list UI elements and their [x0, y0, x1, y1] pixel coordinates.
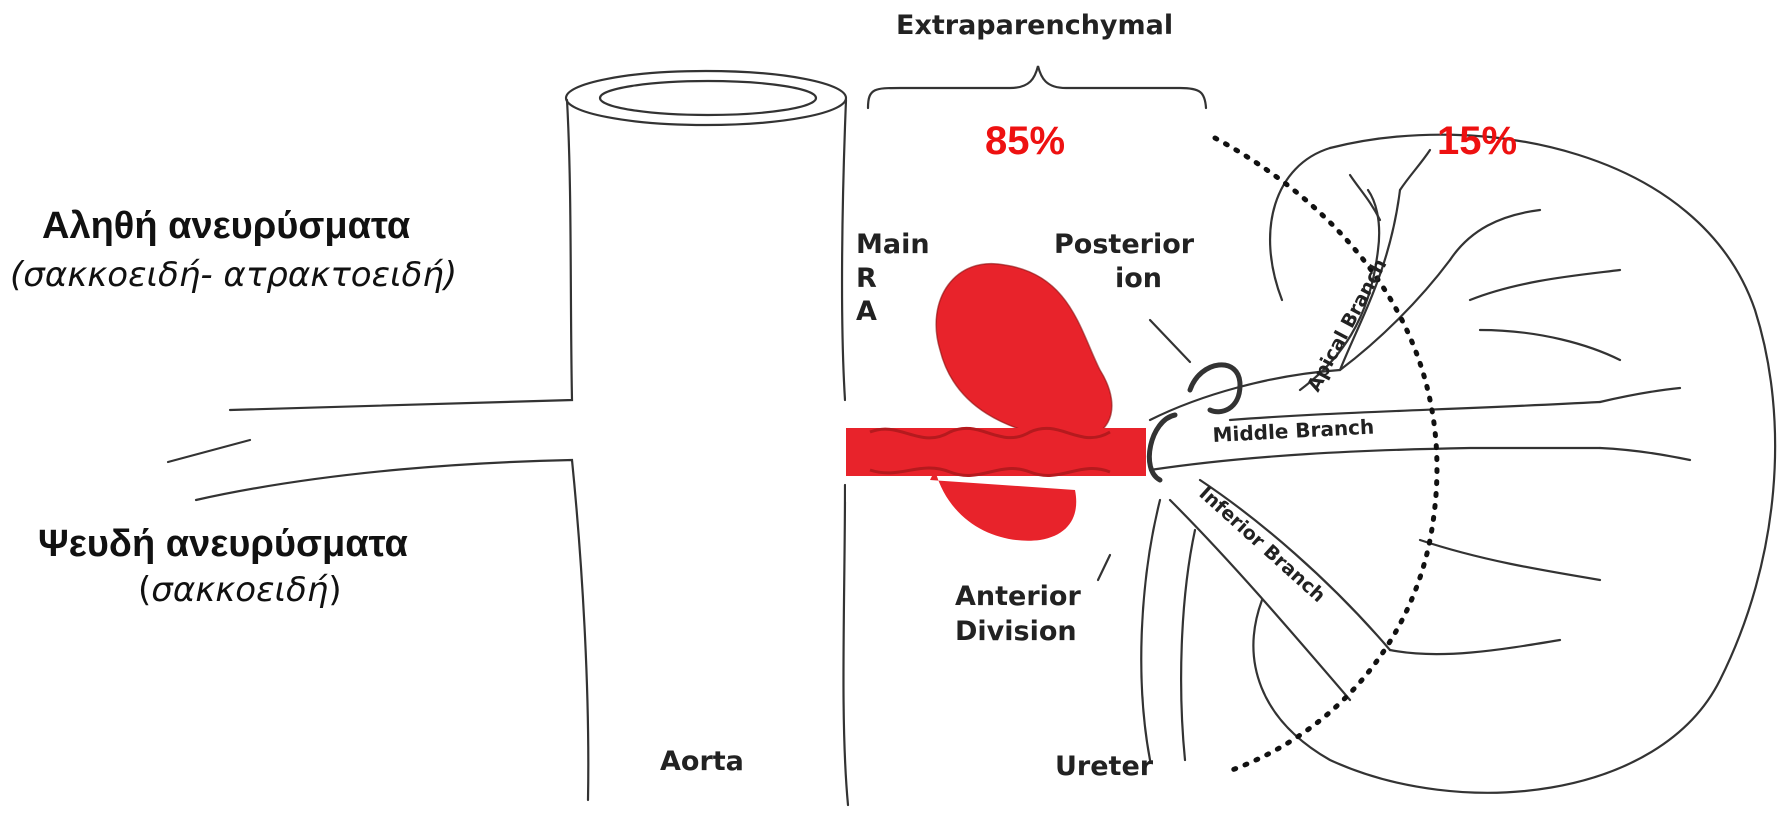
aorta-label: Aorta — [660, 746, 744, 777]
main-renal-label-1: Main — [856, 229, 930, 260]
kidney-branch-4 — [1600, 388, 1680, 402]
aorta-left-stub — [168, 440, 250, 462]
main-renal-label-2: R — [856, 263, 877, 294]
aorta-right-wall — [842, 100, 846, 400]
posterior-label-1: Posterior — [1054, 229, 1195, 260]
extraparenchymal-brace — [868, 66, 1206, 108]
aorta-left-wall — [230, 100, 572, 410]
kidney-branch-5 — [1600, 448, 1690, 460]
ureter-label: Ureter — [1055, 751, 1154, 782]
anterior-label-2: Division — [955, 616, 1077, 647]
kidney-branch-9 — [1400, 150, 1430, 190]
kidney-hilum-top — [1270, 148, 1330, 300]
anterior-pointer — [1098, 555, 1110, 580]
ureter-line-1 — [1141, 500, 1160, 760]
kidney-branch-8 — [1350, 175, 1380, 220]
kidney-branch-2 — [1470, 270, 1620, 300]
posterior-pointer — [1150, 320, 1190, 362]
kidney-branch-7 — [1390, 640, 1560, 654]
kidney-branch-6 — [1420, 540, 1600, 580]
apical-branch-label: Apical Branch — [1303, 255, 1391, 395]
kidney-outline — [1253, 135, 1775, 793]
aorta-left-wall-lower — [196, 460, 588, 800]
extraparenchymal-label: Extraparenchymal — [896, 10, 1173, 41]
aorta-right-wall-lower — [843, 485, 848, 805]
kidney-branch-1 — [1450, 210, 1540, 260]
aneurysm-overlay — [846, 264, 1146, 541]
inferior-branch-label: Inferior Branch — [1195, 482, 1330, 607]
aorta-top-outer — [566, 71, 846, 125]
anterior-label-1: Anterior — [955, 581, 1081, 612]
middle-branch-upper — [1230, 402, 1600, 420]
renal-artery-lower-edge — [1150, 448, 1600, 470]
main-renal-label-3: A — [856, 296, 877, 327]
renal-artery-upper-edge — [1150, 260, 1450, 420]
posterior-label-2: ion — [1115, 263, 1162, 294]
aorta-top-inner — [600, 81, 816, 115]
ureter-line-2 — [1181, 530, 1195, 760]
percent-extraparenchymal: 85% — [985, 119, 1065, 163]
kidney-branch-3 — [1480, 330, 1620, 360]
percent-intraparenchymal: 15% — [1437, 119, 1517, 163]
anterior-division-hook — [1149, 415, 1175, 480]
